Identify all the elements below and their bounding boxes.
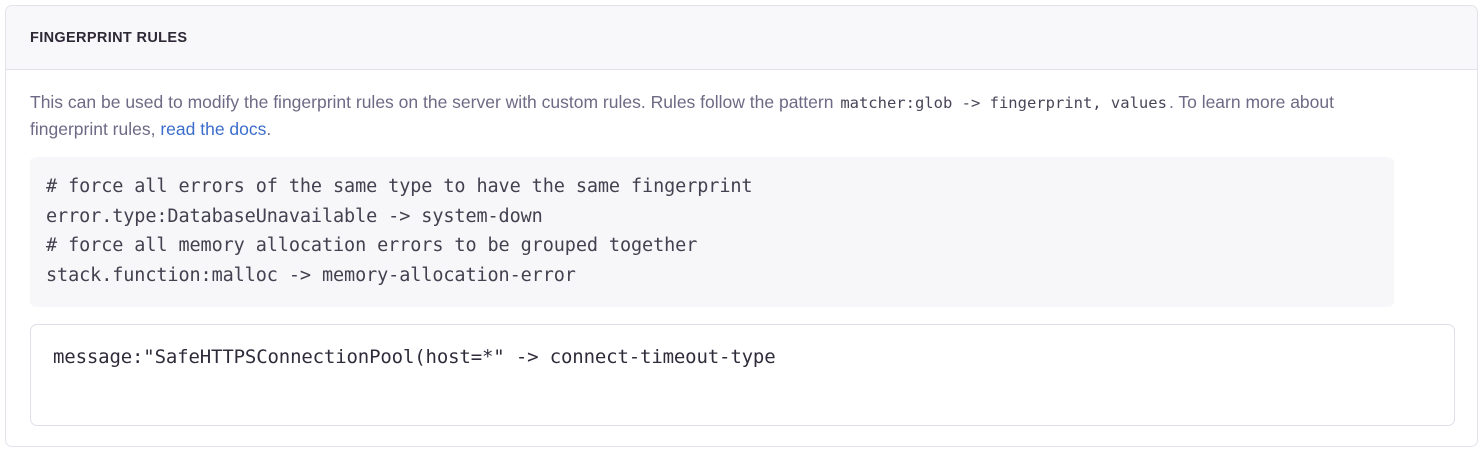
inline-code-pattern: matcher:glob -> fingerprint, values: [840, 94, 1167, 112]
code-line: stack.function:malloc -> memory-allocati…: [46, 264, 576, 286]
description-middle-text: . To learn more about fingerprint rules,: [30, 92, 1334, 139]
panel-description: This can be used to modify the fingerpri…: [30, 89, 1386, 142]
description-trailing-text: .: [266, 119, 272, 139]
panel-body: This can be used to modify the fingerpri…: [6, 70, 1477, 426]
code-line: # force all errors of the same type to h…: [46, 176, 753, 197]
example-code-block: # force all errors of the same type to h…: [30, 157, 1394, 307]
code-line: error.type:DatabaseUnavailable -> system…: [46, 205, 543, 227]
page-title: FINGERPRINT RULES: [30, 29, 188, 46]
description-lead-text: This can be used to modify the fingerpri…: [30, 92, 839, 112]
fingerprint-rules-panel: FINGERPRINT RULES This can be used to mo…: [5, 5, 1478, 447]
code-line: # force all memory allocation errors to …: [46, 235, 698, 256]
fingerprint-rules-input[interactable]: [30, 324, 1455, 426]
panel-header: FINGERPRINT RULES: [6, 6, 1477, 70]
read-the-docs-link[interactable]: read the docs: [160, 119, 267, 139]
